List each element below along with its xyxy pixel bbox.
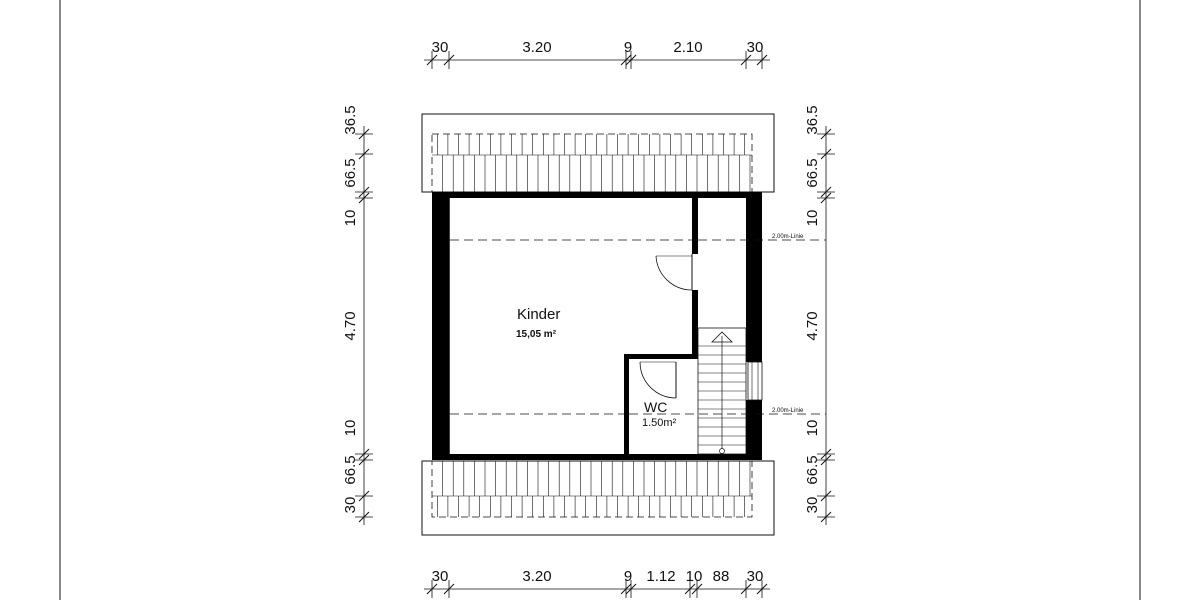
dimension-label: 9 bbox=[624, 568, 632, 585]
dimension-label: 10 bbox=[342, 420, 359, 437]
room-wc-name: WC bbox=[644, 399, 667, 415]
roof-top-tiles bbox=[436, 134, 751, 192]
dimension-label: 66.5 bbox=[804, 158, 821, 187]
height-line-lower-label: 2.00m-Linie bbox=[772, 408, 804, 414]
dimension-label: 3.20 bbox=[522, 39, 551, 56]
roof-overhang-bottom bbox=[421, 460, 775, 536]
interior-walls bbox=[624, 198, 698, 454]
dimension-label: 66.5 bbox=[342, 158, 359, 187]
dimension-label: 10 bbox=[686, 568, 703, 585]
dimension-label: 10 bbox=[804, 210, 821, 227]
dimension-chain-top: 30 3.20 9 2.10 30 bbox=[424, 39, 770, 69]
dimension-label: 30 bbox=[432, 39, 449, 56]
door-kinder bbox=[655, 254, 693, 291]
room-wc-area: 1.50m² bbox=[642, 417, 677, 429]
dimension-label: 36.5 bbox=[342, 105, 359, 134]
room-kinder-name: Kinder bbox=[517, 306, 560, 323]
height-line-upper: 2.00m-Linie bbox=[450, 234, 826, 241]
dimension-label: 3.20 bbox=[522, 568, 551, 585]
dimension-label: 9 bbox=[624, 39, 632, 56]
dimension-label: 30 bbox=[804, 497, 821, 514]
dimension-chain-right: 36.5 66.5 10 4.70 10 66.5 30 bbox=[804, 105, 835, 525]
roof-bottom-tiles bbox=[436, 461, 751, 517]
dimension-label: 66.5 bbox=[804, 455, 821, 484]
dimension-chain-left: 36.5 66.5 10 4.70 10 66.5 30 bbox=[342, 105, 373, 525]
height-line-lower: 2.00m-Linie bbox=[450, 408, 826, 415]
room-kinder-area: 15,05 m² bbox=[516, 329, 557, 340]
dimension-label: 30 bbox=[747, 568, 764, 585]
window-right bbox=[747, 361, 763, 401]
dimension-label: 10 bbox=[804, 420, 821, 437]
stair bbox=[697, 327, 747, 455]
exterior-walls bbox=[432, 192, 762, 460]
dimension-label: 30 bbox=[747, 39, 764, 56]
dimension-chain-bottom: 30 3.20 9 1.12 10 88 30 bbox=[424, 568, 770, 598]
dimension-label: 66.5 bbox=[342, 455, 359, 484]
dimension-label: 88 bbox=[713, 568, 730, 585]
dimension-label: 10 bbox=[342, 210, 359, 227]
dimension-label: 2.10 bbox=[673, 39, 702, 56]
dimension-label: 30 bbox=[342, 497, 359, 514]
dimension-label: 36.5 bbox=[804, 105, 821, 134]
door-wc bbox=[639, 361, 677, 399]
height-line-upper-label: 2.00m-Linie bbox=[772, 234, 804, 240]
roof-overhang-top bbox=[421, 113, 775, 193]
dimension-label: 4.70 bbox=[804, 311, 821, 340]
dimension-label: 1.12 bbox=[646, 568, 675, 585]
dimension-label: 4.70 bbox=[342, 311, 359, 340]
dimension-label: 30 bbox=[432, 568, 449, 585]
